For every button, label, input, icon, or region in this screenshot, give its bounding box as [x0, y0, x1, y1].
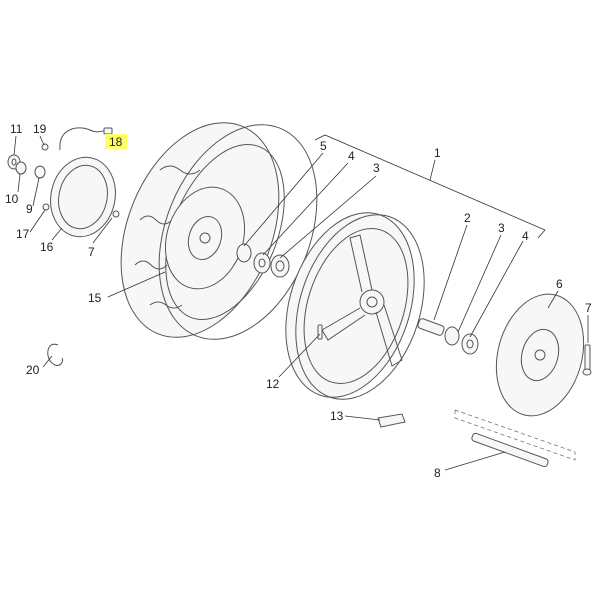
callout-6[interactable]: 6	[556, 277, 563, 291]
brake-disc-left	[164, 186, 246, 290]
callout-highlight	[105, 134, 127, 149]
callout-10[interactable]: 10	[5, 192, 19, 206]
bolt-right	[582, 344, 592, 376]
callout-1[interactable]: 1	[434, 146, 441, 160]
callout-18[interactable]: 18	[109, 135, 123, 149]
callout-3-left[interactable]: 3	[373, 161, 380, 175]
tone-ring	[50, 156, 116, 238]
callout-9[interactable]: 9	[26, 202, 33, 216]
group-bracket	[314, 134, 546, 239]
leader-lines	[13, 135, 589, 471]
callout-4-left[interactable]: 4	[348, 149, 355, 163]
callout-20[interactable]: 20	[26, 363, 40, 377]
callout-3-right[interactable]: 3	[498, 221, 505, 235]
brake-disc-right	[495, 293, 585, 417]
callout-17[interactable]: 17	[16, 227, 30, 241]
circlip	[47, 343, 63, 366]
bearing-set-left	[236, 243, 290, 278]
callout-13[interactable]: 13	[330, 409, 344, 423]
callout-19[interactable]: 19	[33, 122, 47, 136]
callout-7-left[interactable]: 7	[88, 245, 95, 259]
callout-4-right[interactable]: 4	[522, 229, 529, 243]
callout-15[interactable]: 15	[88, 291, 102, 305]
callout-11[interactable]: 11	[10, 122, 23, 136]
callout-labels: 11 19 18 10 9 17 16 7 15 20 5 4 3 1 2 3 …	[5, 122, 592, 480]
callout-8[interactable]: 8	[434, 466, 441, 480]
wheel-axle	[454, 409, 576, 468]
callout-7-right[interactable]: 7	[585, 301, 592, 315]
bearing-set-right	[417, 318, 479, 355]
balance-weight	[377, 413, 406, 428]
wheel-rim	[285, 212, 425, 400]
tire-valve	[317, 324, 323, 340]
callout-2[interactable]: 2	[464, 211, 471, 225]
callout-12[interactable]: 12	[266, 377, 280, 391]
callout-5[interactable]: 5	[320, 139, 327, 153]
callout-16[interactable]: 16	[40, 240, 54, 254]
